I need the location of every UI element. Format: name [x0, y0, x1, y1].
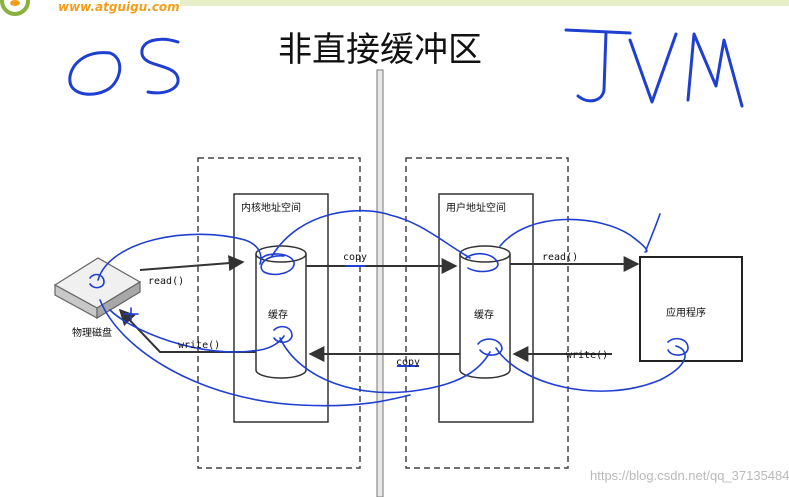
copy-label-top: copy	[343, 252, 368, 263]
read-label-disk: read()	[148, 276, 185, 287]
logo-badge-icon	[0, 0, 30, 16]
kernel-cache-label: 缓存	[268, 310, 288, 321]
slide-title: 非直接缓冲区	[278, 30, 482, 70]
physical-disk-icon	[53, 257, 142, 320]
kernel-space-label: 内核地址空间	[241, 203, 301, 214]
handwriting-os	[68, 37, 180, 96]
csdn-watermark: https://blog.csdn.net/qq_37135484	[590, 468, 789, 483]
user-space-label: 用户地址空间	[446, 203, 506, 214]
application-label: 应用程序	[666, 308, 706, 319]
write-label-disk: write()	[178, 340, 221, 351]
user-dashed-frame	[405, 157, 569, 469]
read-label-app: read()	[542, 252, 579, 263]
application-box	[639, 256, 743, 362]
handwriting-jvm	[564, 28, 744, 108]
copy-label-bottom: copy	[396, 357, 421, 368]
physical-disk-label: 物理磁盘	[72, 328, 112, 339]
read-arrow-disk-to-kernel	[139, 255, 245, 272]
write-label-app: write()	[566, 350, 609, 361]
kernel-dashed-frame	[197, 157, 361, 469]
center-divider	[376, 69, 384, 497]
user-cache-label: 缓存	[474, 310, 494, 321]
atguigu-logo: www.atguigu.com	[0, 0, 200, 18]
top-strip	[180, 0, 789, 6]
handwritten-annotations	[89, 209, 689, 407]
logo-text: www.atguigu.com	[58, 0, 180, 14]
